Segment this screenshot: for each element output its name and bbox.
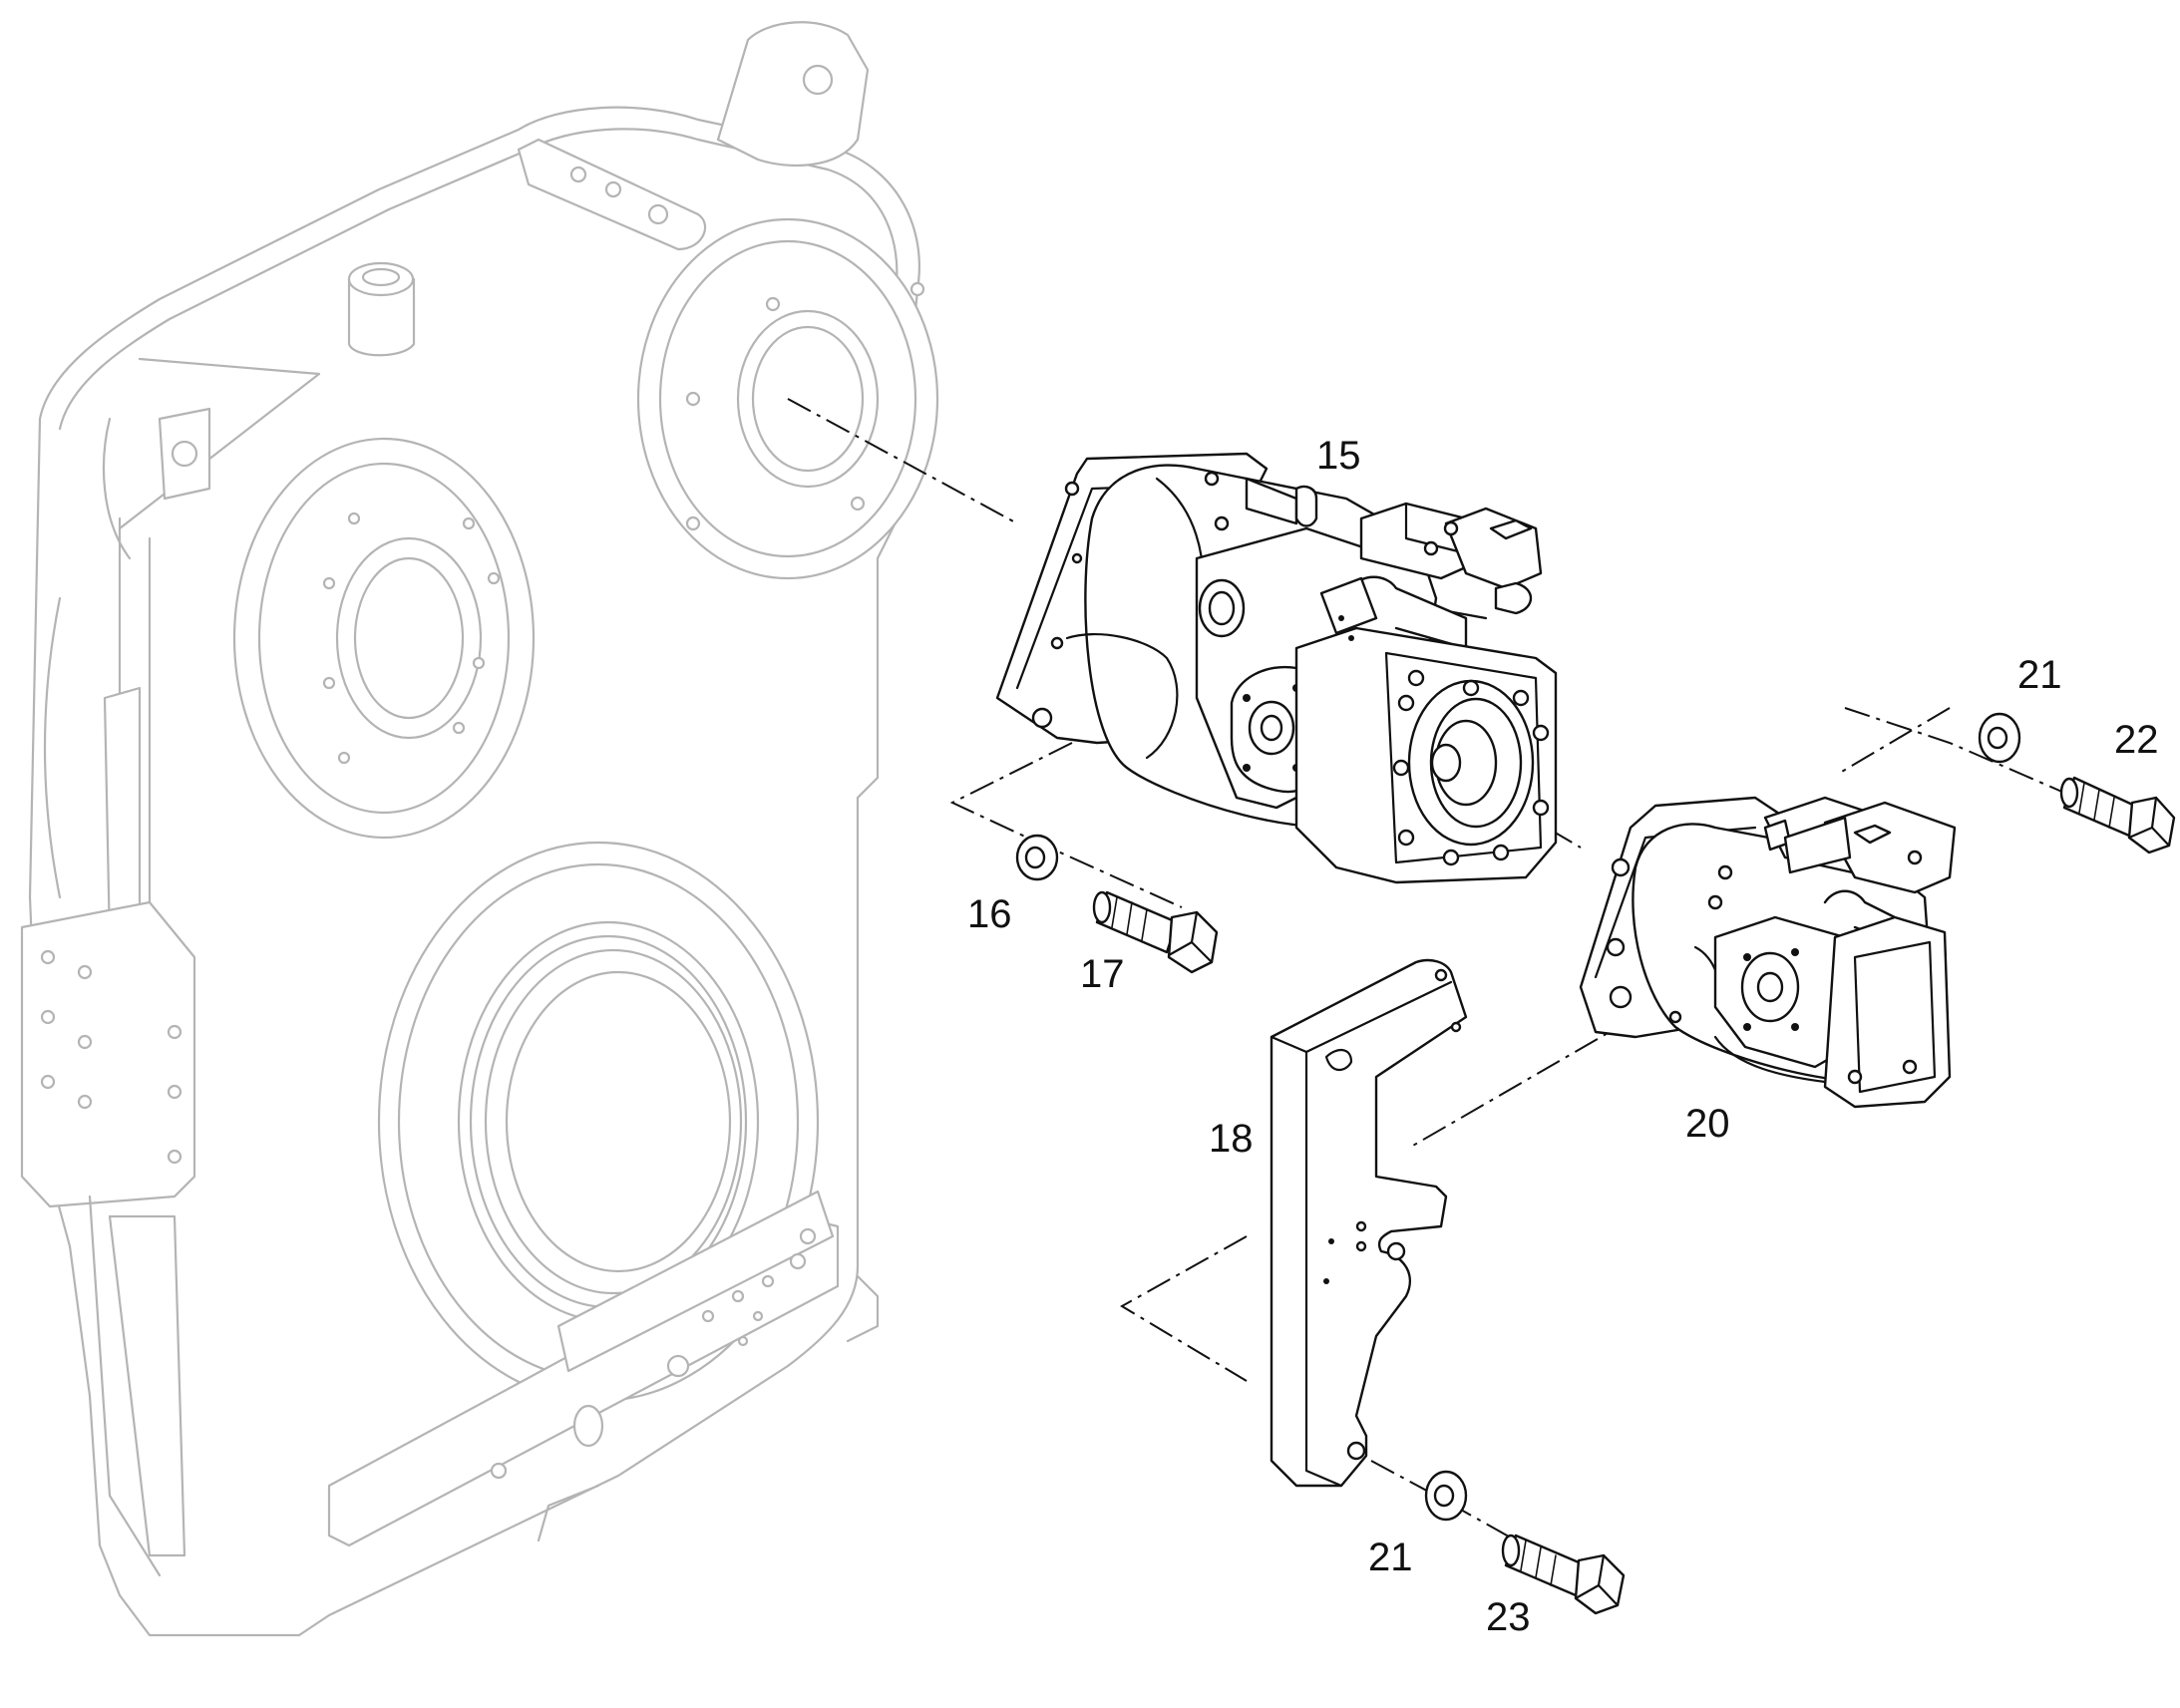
callout-22: 22 [2114,718,2159,762]
callout-15: 15 [1316,434,1361,478]
callout-21-top: 21 [2017,653,2062,697]
washer-21-top [1978,712,2021,764]
bracket-18 [1270,958,1468,1488]
gearbox-housing [20,21,939,1637]
callout-20: 20 [1685,1102,1730,1146]
bolt-22 [2059,776,2176,854]
callout-16: 16 [967,892,1012,936]
bolt-23 [1501,1534,1626,1615]
callout-17: 17 [1080,952,1125,996]
washer-16 [1015,834,1059,881]
pump-20 [1579,796,1957,1109]
callout-21-bottom: 21 [1368,1536,1413,1579]
washer-21-bottom [1424,1470,1468,1522]
callout-23: 23 [1486,1595,1531,1639]
bolt-17 [1092,890,1219,974]
callout-18: 18 [1209,1117,1254,1161]
hydraulic-pump-15 [995,452,1558,884]
